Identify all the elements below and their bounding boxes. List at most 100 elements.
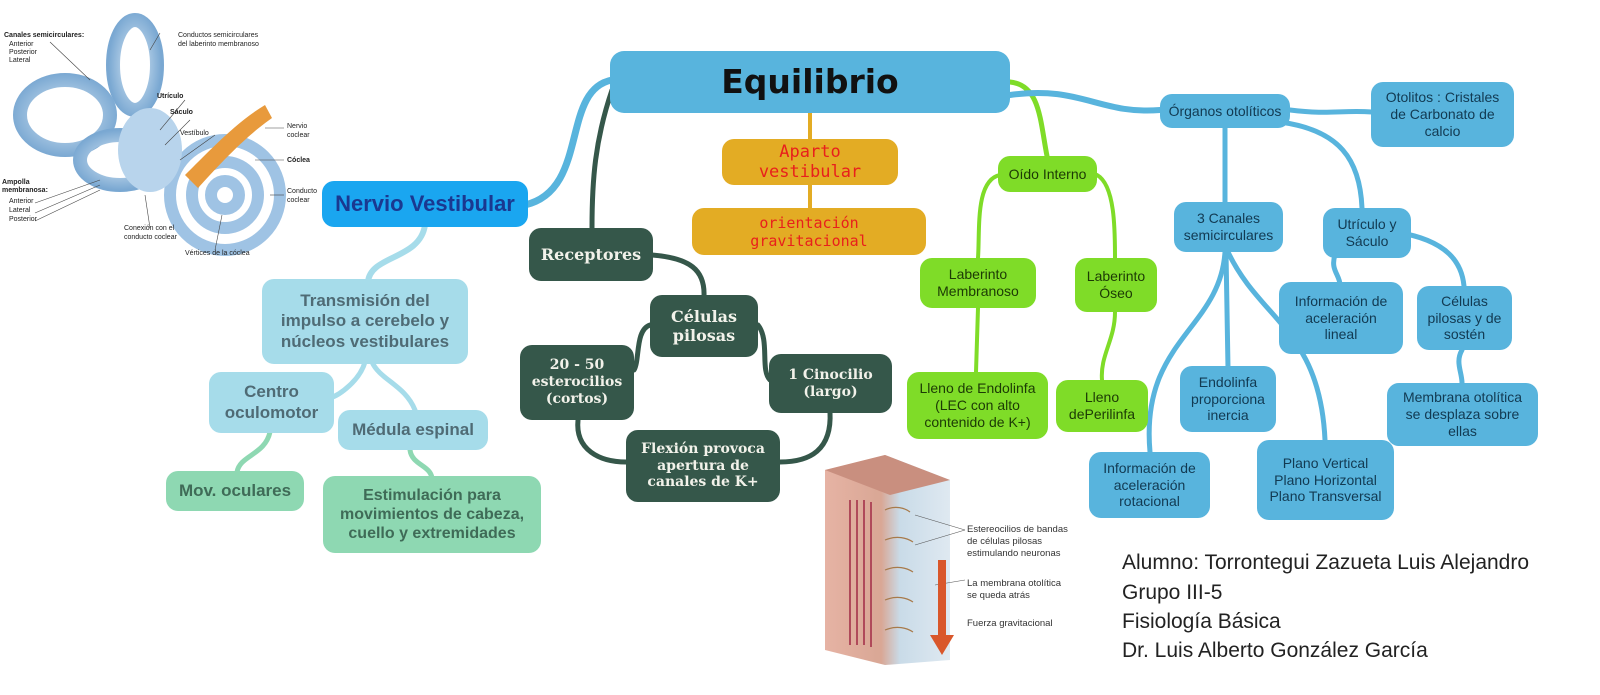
connector-estim xyxy=(407,447,435,481)
node-estereocilios[interactable]: 20 - 50 esterocilios (cortos) xyxy=(520,345,634,420)
node-lleno-endolinfa[interactable]: Lleno de Endolinfa (LEC con alto conteni… xyxy=(907,372,1048,439)
node-celulas-pilosas-label: Células pilosas xyxy=(670,306,738,345)
node-estereocilios-label: 20 - 50 esterocilios (cortos) xyxy=(531,357,623,407)
ear-label-vertices: Vértices de la cóclea xyxy=(185,250,250,257)
connector-cino xyxy=(755,322,773,383)
node-tres-canales-label: 3 Canales semicirculares xyxy=(1183,210,1274,243)
cochlear-nerve-shape xyxy=(185,105,272,188)
node-orientacion[interactable]: orientación gravitacional xyxy=(692,208,926,255)
node-lleno-endolinfa-label: Lleno de Endolinfa (LEC con alto conteni… xyxy=(919,380,1036,430)
node-membrana-otolitica-label: Membrana otolítica se desplaza sobre ell… xyxy=(1402,389,1523,439)
ear-label-amp-anterior: Anterior xyxy=(9,198,34,205)
node-laberinto-oseo-label: Laberinto Óseo xyxy=(1086,268,1146,301)
node-utriculo-saculo[interactable]: Utrículo y Sáculo xyxy=(1323,208,1411,258)
node-aparato-vestibular-label: Aparto vestibular xyxy=(758,141,862,182)
node-planos[interactable]: Plano Vertical Plano Horizontal Plano Tr… xyxy=(1257,440,1394,520)
node-mov-oculares[interactable]: Mov. oculares xyxy=(166,471,304,511)
ear-label-amp-lateral: Lateral xyxy=(9,207,31,214)
connector-centro xyxy=(327,359,368,401)
node-organos-otoliticos-label: Órganos otolíticos xyxy=(1168,102,1282,119)
central-topic-label: Equilibrio xyxy=(721,62,899,102)
node-centro-oculomotor[interactable]: Centro oculomotor xyxy=(209,372,334,433)
connector-flex-left xyxy=(575,417,629,465)
connector-nervio xyxy=(521,76,616,209)
connector-inercia xyxy=(1223,249,1231,371)
node-utriculo-saculo-label: Utrículo y Sáculo xyxy=(1337,216,1397,249)
ear-label-nervio-2: coclear xyxy=(287,132,310,139)
fig2-label-2b: se queda atrás xyxy=(967,590,1030,601)
stereocilia-marks xyxy=(884,506,914,633)
node-lleno-perilinfa[interactable]: Lleno dePerilinfa xyxy=(1056,380,1148,432)
gravity-arrow xyxy=(930,560,954,655)
node-oido-interno[interactable]: Oído Interno xyxy=(998,156,1097,192)
node-mov-oculares-label: Mov. oculares xyxy=(178,480,292,500)
node-endolinfa-inercia-label: Endolinfa proporciona inercia xyxy=(1191,373,1265,424)
node-cinocilio[interactable]: 1 Cinocilio (largo) xyxy=(769,354,892,413)
node-otolitos[interactable]: Otolitos : Cristales de Carbonato de cal… xyxy=(1371,82,1514,147)
connector-rotacional xyxy=(1146,249,1228,455)
connector-celulas xyxy=(649,252,707,299)
central-topic[interactable]: Equilibrio xyxy=(610,51,1010,113)
fig2-label-2a: La membrana otolítica xyxy=(967,578,1062,589)
node-lleno-perilinfa-label: Lleno dePerilinfa xyxy=(1068,389,1136,422)
ear-label-amp-posterior: Posterior xyxy=(9,216,38,223)
node-info-rotacional[interactable]: Información de aceleración rotacional xyxy=(1089,452,1210,518)
connector-lineal xyxy=(1331,252,1343,288)
connector-receptores xyxy=(589,87,615,231)
footer-alumno: Alumno: Torrontegui Zazueta Luis Alejand… xyxy=(1122,551,1530,574)
node-medula-espinal[interactable]: Médula espinal xyxy=(338,410,488,450)
fig2-label-1b: de células pilosas xyxy=(967,536,1042,547)
node-membrana-otolitica[interactable]: Membrana otolítica se desplaza sobre ell… xyxy=(1387,383,1538,446)
node-receptores-label: Receptores xyxy=(540,244,642,264)
node-estimulacion[interactable]: Estimulación para movimientos de cabeza,… xyxy=(323,476,541,553)
node-laberinto-oseo[interactable]: Laberinto Óseo xyxy=(1075,258,1157,312)
node-transmision[interactable]: Transmisión del impulso a cerebelo y núc… xyxy=(262,279,468,364)
footer-grupo: Grupo III-5 xyxy=(1122,581,1223,604)
ear-label-conexion-1: Conexión con el xyxy=(124,225,175,232)
connector-flex-right xyxy=(777,409,833,465)
fig2-label-3: Fuerza gravitacional xyxy=(967,618,1053,629)
connector-oido xyxy=(1007,79,1050,159)
ear-label-canales: Canales semicirculares: xyxy=(4,32,84,39)
node-laberinto-membranoso[interactable]: Laberinto Membranoso xyxy=(920,258,1036,308)
node-tres-canales[interactable]: 3 Canales semicirculares xyxy=(1174,202,1283,252)
ear-label-vestibulo: Vestíbulo xyxy=(180,130,209,137)
node-organos-otoliticos[interactable]: Órganos otolíticos xyxy=(1160,94,1290,128)
ear-label-conducto-1: Conducto xyxy=(287,188,317,195)
fig2-label-1a: Estereocilios de bandas xyxy=(967,524,1068,535)
ear-label-conductos-2: del laberinto membranoso xyxy=(178,41,259,48)
node-celulas-sosten-label: Células pilosas y de sostén xyxy=(1427,292,1502,343)
node-celulas-sosten[interactable]: Células pilosas y de sostén xyxy=(1417,286,1512,350)
node-flexion-label: Flexión provoca apertura de canales de K… xyxy=(641,440,765,491)
hair-cells xyxy=(849,500,872,647)
ear-label-canal-anterior: Anterior xyxy=(9,41,34,48)
otolithic-membrane-illustration: Estereocilios de bandas de células pilos… xyxy=(825,455,1068,665)
connector-membrana xyxy=(1456,347,1465,386)
connector-estereo xyxy=(631,322,653,373)
node-receptores[interactable]: Receptores xyxy=(529,228,653,281)
node-info-rotacional-label: Información de aceleración rotacional xyxy=(1103,459,1196,510)
ear-label-ampolla-2: membranosa: xyxy=(2,187,48,194)
inner-ear-illustration: Canales semicirculares: Anterior Posteri… xyxy=(2,13,317,257)
ear-label-canal-lateral: Lateral xyxy=(9,57,31,64)
connector-otolitos xyxy=(1287,107,1375,115)
node-nervio-vestibular[interactable]: Nervio Vestibular xyxy=(322,181,528,227)
node-flexion[interactable]: Flexión provoca apertura de canales de K… xyxy=(626,430,780,502)
ear-leader-lines xyxy=(34,32,284,251)
connector-mov xyxy=(234,429,273,475)
connector-organos xyxy=(1007,89,1163,114)
node-aparato-vestibular[interactable]: Aparto vestibular xyxy=(722,139,898,185)
ear-label-saculo: Sáculo xyxy=(170,109,193,116)
footer-profesor: Dr. Luis Alberto González García xyxy=(1122,639,1428,662)
connector-lab-oseo xyxy=(1095,173,1117,260)
connector-perilinfa xyxy=(1099,310,1117,382)
node-oido-interno-label: Oído Interno xyxy=(1008,165,1087,182)
node-celulas-pilosas[interactable]: Células pilosas xyxy=(650,295,758,357)
node-endolinfa-inercia[interactable]: Endolinfa proporciona inercia xyxy=(1180,366,1276,432)
node-otolitos-label: Otolitos : Cristales de Carbonato de cal… xyxy=(1385,89,1500,139)
node-info-lineal[interactable]: Información de aceleración lineal xyxy=(1279,282,1403,354)
ear-label-nervio-1: Nervio xyxy=(287,123,307,130)
ear-label-conexion-2: conducto coclear xyxy=(124,234,178,241)
tissue-top xyxy=(825,455,950,495)
node-planos-label: Plano Vertical Plano Horizontal Plano Tr… xyxy=(1269,454,1382,505)
